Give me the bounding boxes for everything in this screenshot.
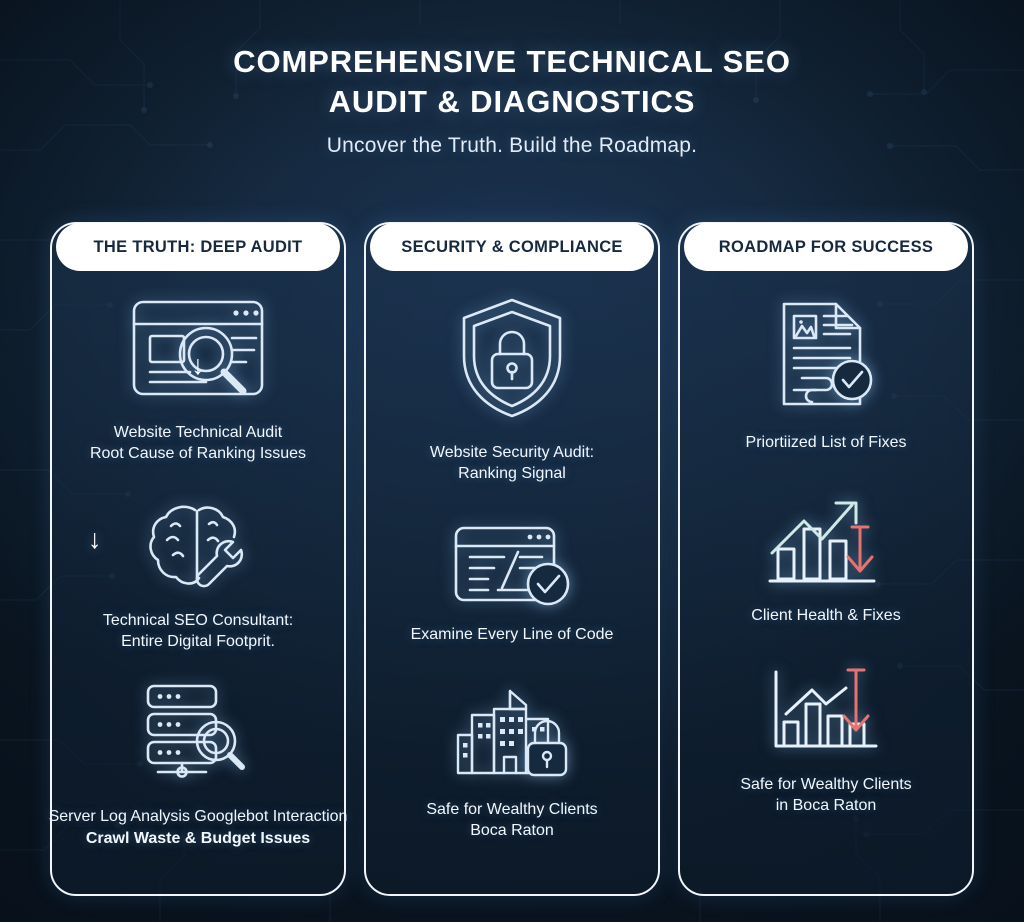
text-line-1: Client Health & Fixes	[751, 607, 901, 624]
arrow-down-icon: ↓	[88, 524, 102, 554]
block-prioritized-list-of-fixes: Priortiized List of Fixes	[692, 298, 960, 453]
block-website-technical-audit: Website Technical Audit Root Cause of Ra…	[64, 296, 332, 464]
block-text-server-log-analysis: Server Log Analysis Googlebot Interactio…	[49, 806, 348, 852]
card-body-deep-audit: Website Technical Audit Root Cause of Ra…	[49, 270, 348, 878]
document-checklist-icon	[770, 298, 882, 410]
card-header-security-compliance: SECURITY & COMPLIANCE	[370, 223, 654, 271]
buildings-lock-icon	[450, 681, 574, 781]
card-header-deep-audit: THE TRUTH: DEEP AUDIT	[56, 223, 340, 271]
text-line-2: Crawl Waste & Budget Issues	[85, 830, 311, 847]
text-line-1: Technical SEO Consultant:	[102, 612, 294, 629]
card-header-roadmap-success: ROADMAP FOR SUCCESS	[684, 223, 968, 271]
block-technical-seo-consultant: Technical SEO Consultant: Entire Digital…	[64, 500, 332, 652]
text-line-1: Website Technical Audit	[113, 424, 283, 441]
block-text-prioritized-list-of-fixes: Priortiized List of Fixes	[746, 432, 907, 453]
code-window-check-icon	[450, 522, 574, 608]
text-line-1: Server Log Analysis Googlebot Interactio…	[48, 808, 348, 825]
text-line-2: in Boca Raton	[775, 797, 877, 814]
shield-lock-icon	[456, 294, 568, 422]
block-text-safe-for-wealthy-clients-roadmap: Safe for Wealthy Clients in Boca Raton	[740, 774, 911, 816]
card-title-security-compliance: SECURITY & COMPLIANCE	[401, 237, 623, 256]
block-website-security-audit: Website Security Audit: Ranking Signal	[378, 294, 646, 484]
block-text-safe-for-wealthy-clients-boca: Safe for Wealthy Clients Boca Raton	[426, 799, 597, 841]
block-text-website-security-audit: Website Security Audit: Ranking Signal	[430, 442, 594, 484]
page-header: COMPREHENSIVE TECHNICAL SEO AUDIT & DIAG…	[0, 0, 1024, 158]
card-title-roadmap-success: ROADMAP FOR SUCCESS	[718, 237, 934, 256]
text-line-1: Website Security Audit:	[429, 444, 595, 461]
card-body-roadmap-success: Priortiized List of Fixes	[692, 270, 960, 878]
text-line-2: Boca Raton	[470, 822, 554, 839]
page-subtitle: Uncover the Truth. Build the Roadmap.	[326, 134, 698, 157]
columns-container: THE TRUTH: DEEP AUDIT	[49, 222, 974, 896]
text-line-2: Entire Digital Footprit.	[121, 633, 275, 650]
text-line-1: Safe for Wealthy Clients	[740, 776, 912, 793]
block-client-health-fixes: Client Health & Fixes	[692, 491, 960, 626]
text-line-1: Examine Every Line of Code	[410, 626, 614, 643]
card-body-security-compliance: Website Security Audit: Ranking Signal	[378, 270, 646, 878]
card-security-compliance: SECURITY & COMPLIANCE Website Securit	[364, 222, 660, 896]
block-text-examine-every-line-of-code: Examine Every Line of Code	[411, 624, 614, 645]
page-title-line-2: AUDIT & DIAGNOSTICS	[328, 84, 696, 119]
browser-magnifier-icon	[128, 296, 268, 400]
text-line-2: Ranking Signal	[458, 465, 566, 482]
block-safe-for-wealthy-clients-roadmap: Safe for Wealthy Clients in Boca Raton	[692, 666, 960, 816]
bar-chart-decline-icon	[764, 666, 888, 756]
server-magnifier-icon	[138, 678, 258, 782]
block-text-client-health-fixes: Client Health & Fixes	[751, 605, 900, 626]
card-roadmap-success: ROADMAP FOR SUCCESS	[678, 222, 974, 896]
block-text-technical-seo-consultant: Technical SEO Consultant: Entire Digital…	[103, 610, 293, 652]
brain-wrench-icon	[145, 500, 251, 592]
text-line-2: Root Cause of Ranking Issues	[89, 445, 307, 462]
card-deep-audit: THE TRUTH: DEEP AUDIT	[49, 222, 348, 896]
arrow-down-icon: ↓	[191, 350, 205, 380]
page-title-line-1: COMPREHENSIVE TECHNICAL SEO	[233, 44, 791, 79]
block-safe-for-wealthy-clients-boca: Safe for Wealthy Clients Boca Raton	[378, 681, 646, 841]
bar-chart-up-down-icon	[764, 491, 888, 587]
text-line-1: Safe for Wealthy Clients	[426, 801, 598, 818]
card-title-deep-audit: THE TRUTH: DEEP AUDIT	[93, 237, 303, 256]
block-server-log-analysis: Server Log Analysis Googlebot Interactio…	[49, 678, 348, 852]
block-text-website-technical-audit: Website Technical Audit Root Cause of Ra…	[90, 422, 306, 464]
text-line-1: Priortiized List of Fixes	[745, 434, 907, 451]
block-examine-every-line-of-code: Examine Every Line of Code	[378, 522, 646, 645]
